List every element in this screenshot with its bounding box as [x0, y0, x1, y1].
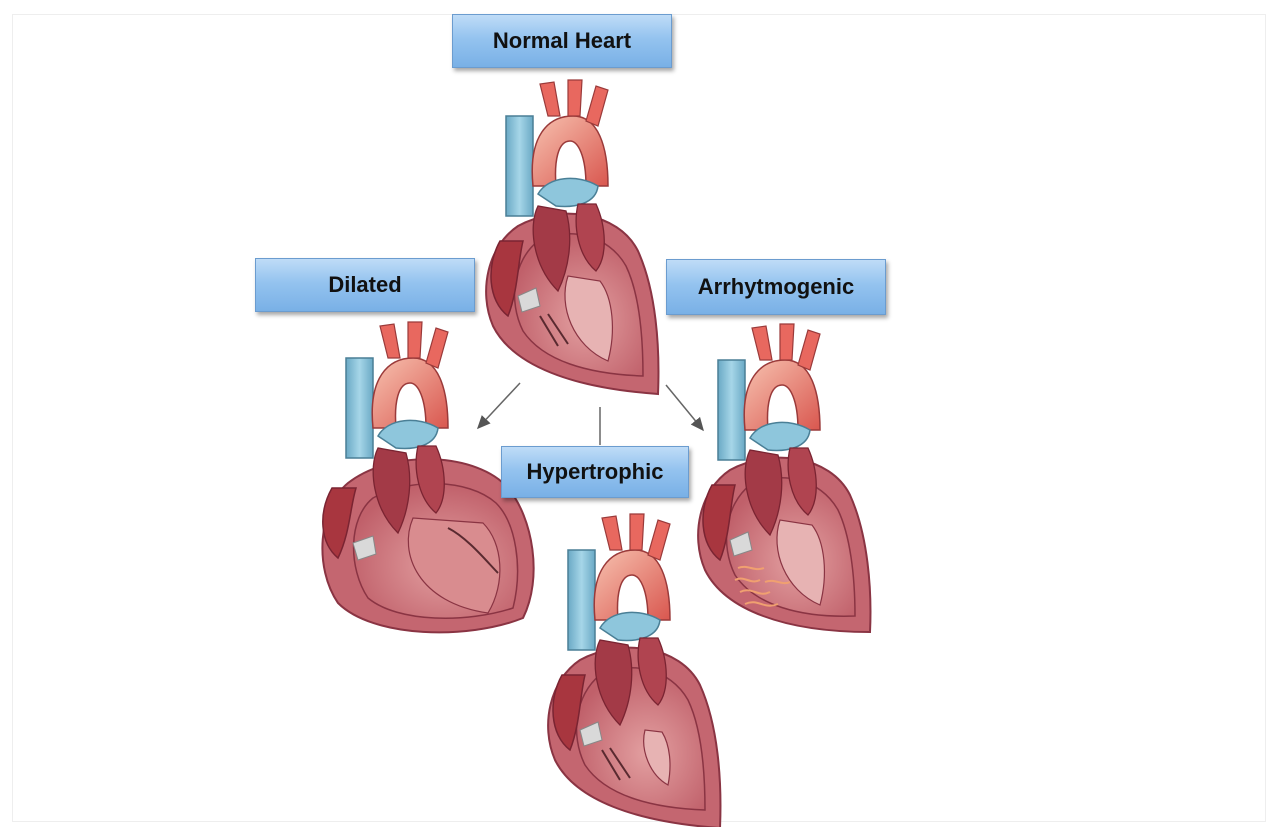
label-normal-heart: Normal Heart [452, 14, 672, 68]
label-hypertrophic: Hypertrophic [501, 446, 689, 498]
arrhythmogenic-heart-icon [690, 320, 875, 640]
label-dilated: Dilated [255, 258, 475, 312]
label-arrhythmogenic: Arrhytmogenic [666, 259, 886, 315]
